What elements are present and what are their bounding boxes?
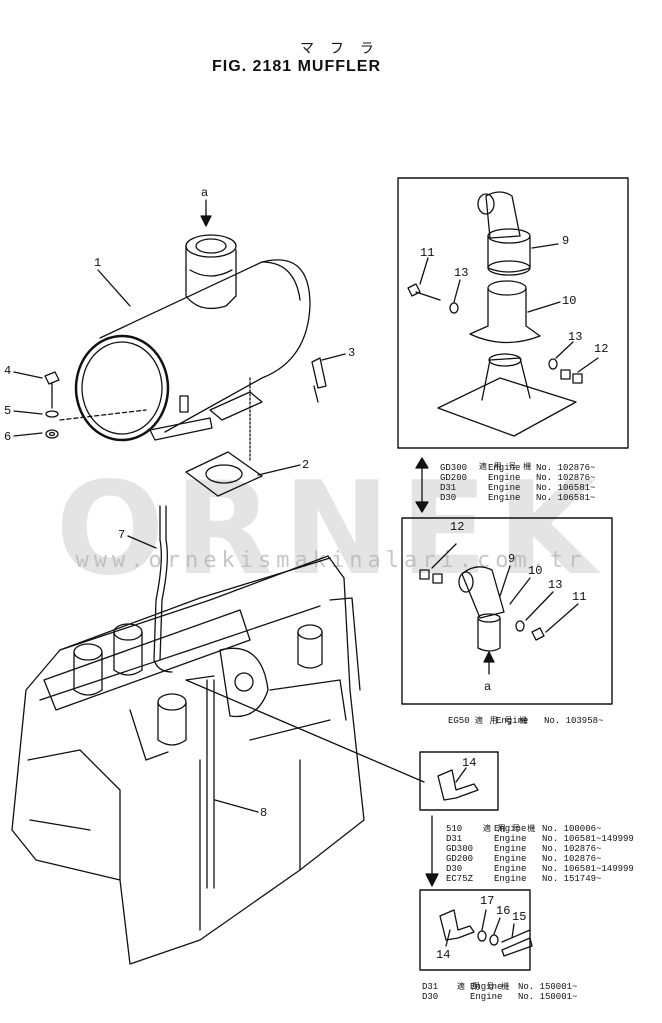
note-eng: Engine [494, 834, 527, 844]
note-row: GD200 Engine No. 102876~ [440, 473, 595, 483]
note-no: No. 106581~149999 [542, 864, 634, 874]
callout-box2-10: 10 [528, 564, 543, 578]
note-model: D30 [422, 992, 439, 1002]
watermark-url: www.ornekismakinalari.com.tr [75, 548, 587, 573]
title-japanese: マ フ ラ [300, 40, 380, 56]
note-eng: Engine [494, 844, 527, 854]
callout-4: 4 [4, 364, 12, 378]
note-row: 510 Engine No. 100006~ [446, 824, 634, 834]
note-eng: Engine [488, 463, 521, 473]
engine-illustration [11, 555, 365, 965]
callout-a-top: a [201, 186, 209, 200]
callout-7: 7 [118, 528, 126, 542]
note-row: GD300 Engine No. 102876~ [446, 844, 634, 854]
note-model: 510 [446, 824, 463, 834]
page-title: FIG. 2181 MUFFLER [212, 58, 382, 75]
muffler-outlet-illustration-1 [437, 191, 577, 437]
note-model: EG50 [448, 716, 470, 726]
callout-1: 1 [94, 256, 102, 270]
note-model: D31 [440, 483, 457, 493]
callout-box1-12: 12 [594, 342, 609, 356]
note-eng: Engine [488, 493, 521, 503]
note-row: EC75Z Engine No. 151749~ [446, 874, 634, 884]
note-box3-header: 適 用 号 機 [482, 825, 537, 834]
note-eng: Engine [494, 854, 527, 864]
note-eng: Engine [494, 864, 527, 874]
callout-box1-11: 11 [420, 246, 435, 260]
note-row: GD300 Engine No. 102876~ [440, 463, 595, 473]
note-no: No. 103958~ [544, 716, 604, 726]
note-no: No. 102876~ [536, 473, 596, 483]
callout-box1-9: 9 [562, 234, 570, 248]
note-box2-header: 適 用 号 機 [474, 717, 529, 726]
note-no: No. 102876~ [542, 854, 602, 864]
note-model: GD300 [440, 463, 468, 473]
note-row: D31 Engine No. 106581~149999 [446, 834, 634, 844]
note-eng: Engine [488, 483, 521, 493]
callout-box4-17: 17 [480, 894, 495, 908]
callout-8: 8 [260, 806, 268, 820]
note-eng: Engine [488, 473, 521, 483]
note-row: D31 Engine No. 106581~ [440, 483, 595, 493]
callout-box2-9: 9 [508, 552, 516, 566]
note-eng: Engine [494, 824, 527, 834]
note-no: No. 106581~ [536, 493, 596, 503]
note-model: EC75Z [446, 874, 474, 884]
note-eng: Engine [496, 716, 529, 726]
note-eng: Engine [494, 874, 527, 884]
note-model: D30 [446, 864, 463, 874]
note-no: No. 100006~ [542, 824, 602, 834]
note-no: No. 106581~ [536, 483, 596, 493]
callout-box4-14: 14 [436, 948, 451, 962]
callout-box4-16: 16 [496, 904, 511, 918]
watermark-logo: ORNEK [55, 455, 607, 604]
callout-box1-13a: 13 [454, 266, 469, 280]
callout-box2-13: 13 [548, 578, 563, 592]
note-no: No. 150001~ [518, 992, 578, 1002]
muffler-illustration [59, 234, 311, 442]
note-no: No. 102876~ [536, 463, 596, 473]
note-model: GD300 [446, 844, 474, 854]
note-model: D31 [422, 982, 439, 992]
callout-5: 5 [4, 404, 12, 418]
note-model: D30 [440, 493, 457, 503]
note-row: EG50 Engine No. 103958~ [448, 716, 603, 726]
callout-box2-a: a [484, 680, 492, 694]
callout-box3-14: 14 [462, 756, 477, 770]
note-no: No. 151749~ [542, 874, 602, 884]
callout-box4-15: 15 [512, 910, 527, 924]
note-row: D30 Engine No. 106581~ [440, 493, 595, 503]
note-eng: Engine [470, 992, 503, 1002]
note-no: No. 106581~149999 [542, 834, 634, 844]
callout-6: 6 [4, 430, 12, 444]
note-model: D31 [446, 834, 463, 844]
callout-box1-13b: 13 [568, 330, 583, 344]
callout-2: 2 [302, 458, 310, 472]
callout-box2-11: 11 [572, 590, 587, 604]
note-row: D30 Engine No. 150001~ [422, 992, 577, 1002]
note-row: GD200 Engine No. 102876~ [446, 854, 634, 864]
callout-box1-10: 10 [562, 294, 577, 308]
callout-box2-12: 12 [450, 520, 465, 534]
callout-3: 3 [348, 346, 356, 360]
note-model: GD200 [446, 854, 474, 864]
note-box4-header: 適 用 号 機 [456, 983, 511, 992]
note-box2: EG50 Engine No. 103958~ [448, 716, 603, 726]
note-no: No. 150001~ [518, 982, 578, 992]
note-row: D31 Engine No. 150001~ [422, 982, 577, 992]
muffler-outlet-illustration-2 [458, 566, 505, 652]
note-box1-header: 適 用 号 機 [478, 463, 533, 472]
note-eng: Engine [470, 982, 503, 992]
note-row: D30 Engine No. 106581~149999 [446, 864, 634, 874]
note-no: No. 102876~ [542, 844, 602, 854]
note-model: GD200 [440, 473, 468, 483]
